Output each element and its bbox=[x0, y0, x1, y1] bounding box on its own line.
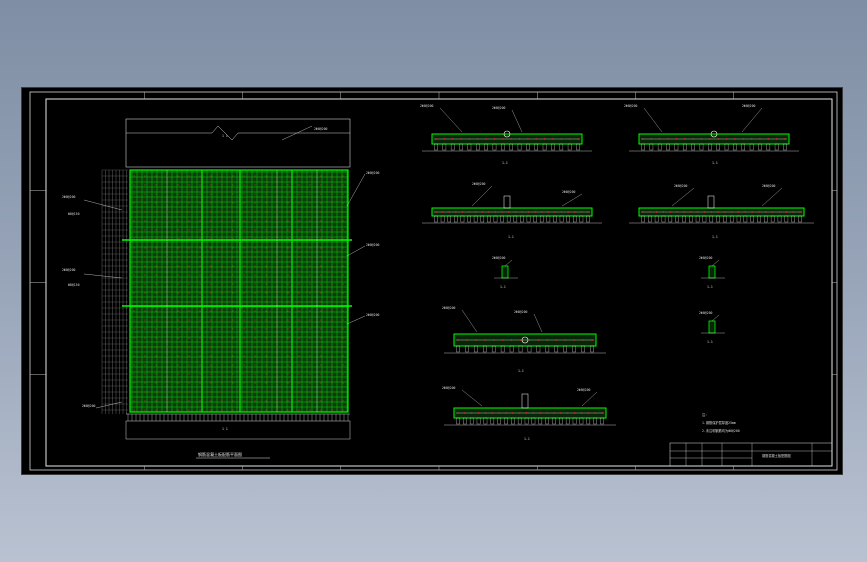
left-label-2: 2Φ8@200 bbox=[62, 268, 76, 272]
section-beam bbox=[422, 207, 602, 224]
section-beam bbox=[422, 133, 592, 152]
detail-leader-label: 2Φ8@200 bbox=[514, 310, 528, 314]
left-edge-hatch bbox=[101, 169, 128, 414]
right-label-2: 2Φ8@200 bbox=[366, 243, 380, 247]
detail-leader-label: 2Φ8@200 bbox=[699, 256, 713, 260]
section-label: 1-1 bbox=[508, 235, 514, 239]
node-detail bbox=[708, 320, 716, 334]
detail-leader-label: 2Φ8@200 bbox=[442, 386, 456, 390]
section-label: 1-1 bbox=[712, 235, 718, 239]
node-detail bbox=[501, 265, 509, 279]
detail-leader-label: 2Φ8@200 bbox=[674, 184, 688, 188]
detail-leader-label: 2Φ8@200 bbox=[442, 306, 456, 310]
section-details: 2Φ8@200 2Φ8@200 1-1 2Φ8@200 2Φ8@200 1-1 2Φ8@20… bbox=[420, 104, 814, 441]
left-label-2b: Φ8@150 bbox=[68, 283, 80, 287]
rebar-mesh bbox=[122, 170, 352, 412]
detail-leader-label: 2Φ8@200 bbox=[492, 256, 506, 260]
detail-leader-label: 2Φ8@200 bbox=[742, 104, 756, 108]
title-block: 钢筋混凝土板配筋图 bbox=[669, 442, 833, 467]
notes-header: 注: bbox=[702, 412, 707, 417]
section-label: 1-1 bbox=[502, 161, 508, 165]
cad-drawing-canvas[interactable]: 1 1 1 1 2Φ8@200 Φ8@150 2Φ8@200 Φ8@150 2Φ… bbox=[21, 87, 843, 475]
section-beam bbox=[444, 333, 606, 354]
title-block-name: 钢筋混凝土板配筋图 bbox=[762, 453, 791, 458]
left-label-1b: Φ8@150 bbox=[68, 212, 80, 216]
notes-line-2: 2.未注明钢筋均为Φ8@200 bbox=[702, 428, 740, 433]
section-label: 1-1 bbox=[707, 340, 713, 344]
detail-leader-label: 2Φ8@200 bbox=[420, 104, 434, 108]
section-label: 1-1 bbox=[707, 285, 713, 289]
detail-leader-label: 2Φ8@200 bbox=[699, 311, 713, 315]
right-label-1: 2Φ8@200 bbox=[366, 171, 380, 175]
detail-leader-label: 2Φ8@200 bbox=[624, 104, 638, 108]
top-dim-label: 1 1 bbox=[222, 134, 228, 138]
break-line bbox=[211, 125, 239, 141]
section-label: 1-1 bbox=[500, 285, 506, 289]
detail-leader-label: 2Φ8@200 bbox=[472, 182, 486, 186]
cad-drawing: 1 1 1 1 2Φ8@200 Φ8@150 2Φ8@200 Φ8@150 2Φ… bbox=[29, 91, 838, 471]
plan-title: 钢筋混凝土板配筋平面图 bbox=[198, 451, 242, 457]
detail-leader-label: 2Φ8@200 bbox=[562, 190, 576, 194]
section-label: 1-1 bbox=[518, 369, 524, 373]
detail-leader-label: 2Φ8@200 bbox=[762, 184, 776, 188]
frame-zone-ticks bbox=[30, 92, 837, 470]
section-label: 1-1 bbox=[712, 161, 718, 165]
notes-line-1: 1.钢筋保护层厚度25mm bbox=[702, 420, 736, 425]
detail-leader-label: 2Φ8@200 bbox=[492, 106, 506, 110]
section-beam bbox=[629, 133, 799, 152]
left-label-3: 2Φ8@200 bbox=[82, 404, 96, 408]
outer-frame bbox=[29, 91, 838, 471]
section-beam bbox=[444, 407, 616, 426]
section-label: 1-1 bbox=[524, 437, 530, 441]
right-label-3: 2Φ8@200 bbox=[366, 313, 380, 317]
bottom-dim-label: 1 1 bbox=[222, 427, 228, 431]
detail-leader-label: 2Φ8@200 bbox=[577, 388, 591, 392]
slab-plan: 1 1 1 1 2Φ8@200 Φ8@150 2Φ8@200 Φ8@150 2Φ… bbox=[62, 118, 380, 459]
left-label-1: 2Φ8@200 bbox=[62, 195, 76, 199]
node-detail bbox=[708, 265, 716, 279]
section-beam bbox=[629, 207, 814, 224]
slab-bottom-edge bbox=[126, 413, 350, 421]
slab-rebar-zone bbox=[129, 169, 349, 413]
notes-block: 注: 1.钢筋保护层厚度25mm 2.未注明钢筋均为Φ8@200 bbox=[702, 412, 740, 433]
top-label: 2Φ8@200 bbox=[314, 127, 328, 131]
